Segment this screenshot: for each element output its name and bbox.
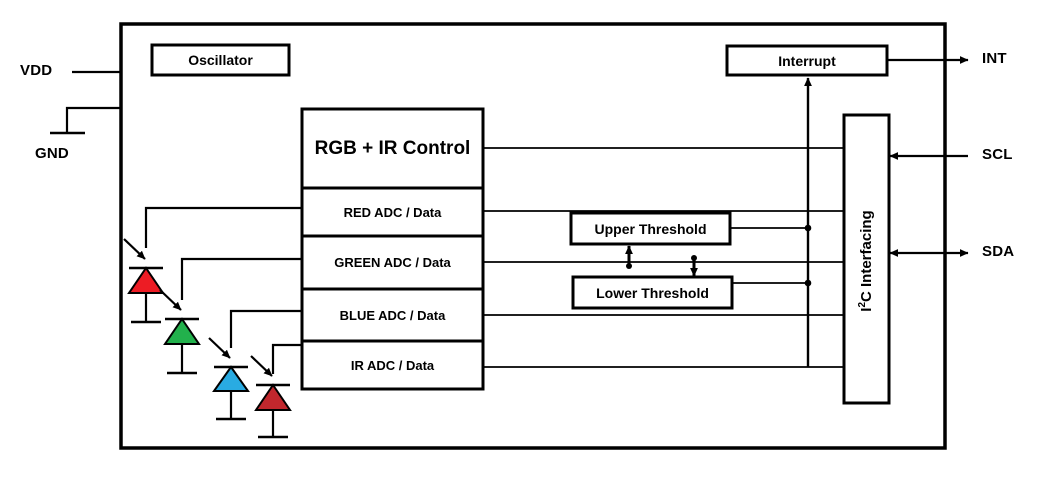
photodiode-ir-wire-top — [271, 343, 302, 374]
oscillator-label: Oscillator — [188, 52, 253, 68]
photodiode-ir-symbol — [254, 383, 292, 411]
pin-label-scl: SCL — [982, 146, 1013, 163]
pin-label-sda: SDA — [982, 243, 1015, 260]
i2c-interfacing-label: I2C Interfacing — [857, 185, 875, 337]
i2c-label-suffix: C Interfacing — [858, 210, 875, 302]
upper-threshold-block — [569, 211, 732, 246]
interrupt-label: Interrupt — [778, 52, 836, 69]
i2c-label-superscript: 2 — [857, 301, 868, 308]
upper-threshold-label: Upper Threshold — [594, 220, 707, 237]
photodiode-blue-light-arrow — [208, 337, 231, 359]
photodiode-blue-symbol — [212, 365, 250, 392]
lower-threshold-block — [571, 275, 734, 310]
lower-threshold-label: Lower Threshold — [596, 284, 709, 301]
photodiode-green-wire-top — [180, 257, 302, 300]
photodiode-ir-light-arrow — [250, 355, 273, 377]
blue-adc-label: BLUE ADC / Data — [339, 307, 446, 323]
photodiode-red-wire-top — [144, 206, 302, 248]
green-adc-label: GREEN ADC / Data — [334, 255, 451, 270]
pin-label-gnd: GND — [35, 145, 69, 162]
oscillator-block — [150, 43, 291, 77]
i2c-interfacing-block — [842, 113, 891, 405]
photodiode-green-symbol — [163, 317, 201, 345]
pin-label-int: INT — [982, 50, 1007, 67]
lower-arrow-dot — [691, 255, 697, 261]
gnd-wire — [65, 106, 122, 133]
ir-adc-label: IR ADC / Data — [350, 357, 435, 373]
photodiode-green-light-arrow — [159, 289, 182, 311]
photodiode-red-light-arrow — [123, 238, 146, 260]
device-outline — [119, 22, 947, 450]
upper-arrow-dot — [626, 263, 632, 269]
red-adc-label: RED ADC / Data — [343, 204, 442, 220]
photodiode-red-symbol — [127, 266, 165, 294]
rgb-ir-control-label: RGB + IR Control — [314, 137, 471, 159]
photodiode-blue-wire-top — [229, 309, 302, 348]
interrupt-block — [725, 44, 889, 77]
pin-label-vdd: VDD — [20, 62, 53, 79]
i2c-label-prefix: I — [858, 307, 875, 312]
